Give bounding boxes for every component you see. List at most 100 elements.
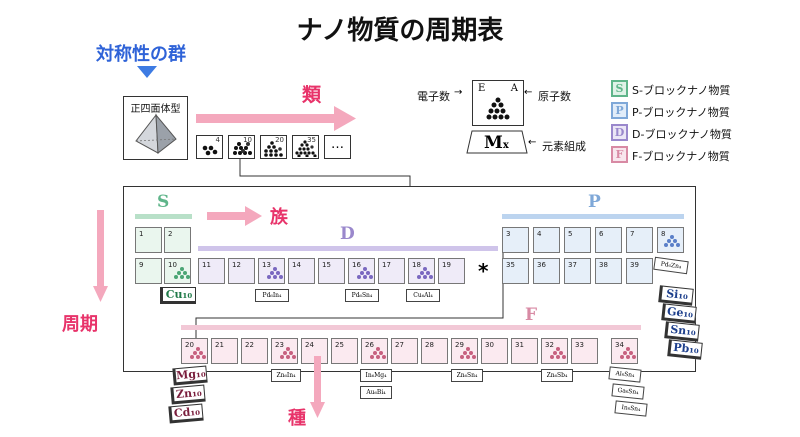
element-cell[interactable]: 38 (595, 258, 622, 284)
block-f-bar (181, 325, 641, 330)
page-title: ナノ物質の周期表 (296, 16, 504, 46)
symmetry-group-label: 対称性の群 (96, 44, 186, 65)
type-label: 類 (302, 84, 322, 106)
formula-cu-al: Cu₆Al₄ (406, 289, 440, 302)
element-cell[interactable]: 28 (421, 338, 448, 364)
composition-label: 元素組成 (542, 140, 586, 153)
block-d-bar (198, 246, 498, 251)
periodic-table-frame (123, 186, 696, 372)
cell-number: 32 (545, 341, 554, 349)
element-cell[interactable]: 21 (211, 338, 238, 364)
element-cell[interactable]: 27 (391, 338, 418, 364)
element-cell-highlight[interactable]: 10 (164, 258, 191, 284)
size-box-10: 10 (228, 135, 255, 159)
star-marker: * (478, 259, 489, 283)
composition-x: x (502, 140, 509, 151)
size-number: 10 (243, 136, 252, 144)
element-cell[interactable]: 1 (135, 227, 162, 253)
element-cell[interactable]: 36 (533, 258, 560, 284)
element-cell[interactable]: 6 (595, 227, 622, 253)
cell-number: 3 (506, 230, 511, 238)
cluster-icon (664, 235, 680, 247)
cell-number: 20 (185, 341, 194, 349)
element-cell[interactable]: 12 (228, 258, 255, 284)
key-box: E A (472, 80, 524, 126)
block-p-bar (502, 214, 684, 219)
cluster-icon (550, 347, 566, 359)
cell-number: 8 (661, 230, 666, 238)
cell-number: 1 (139, 230, 144, 238)
element-cell[interactable]: 4 (533, 227, 560, 253)
element-cell[interactable]: 31 (511, 338, 538, 364)
arrow-left-icon: ← (528, 137, 537, 148)
element-cell[interactable]: 37 (564, 258, 591, 284)
cell-number: 28 (425, 341, 434, 349)
cell-number: 27 (395, 341, 404, 349)
cell-number: 33 (575, 341, 584, 349)
size-box-35: 35 (292, 135, 319, 159)
cluster-icon (460, 347, 476, 359)
element-cell-highlight[interactable]: 16 (348, 258, 375, 284)
size-ellipsis: … (331, 137, 344, 152)
species-arrow-icon (310, 356, 325, 418)
cell-number: 14 (292, 261, 301, 269)
formula-zn-in: Zn₆In₄ (271, 369, 301, 382)
size-number: 35 (307, 136, 316, 144)
cluster-icon (190, 347, 206, 359)
element-cell[interactable]: 19 (438, 258, 465, 284)
cell-number: 18 (412, 261, 421, 269)
element-cell-highlight[interactable]: 8 (657, 227, 684, 253)
element-cell[interactable]: 7 (626, 227, 653, 253)
element-cell-highlight[interactable]: 20 (181, 338, 208, 364)
element-cell[interactable]: 22 (241, 338, 268, 364)
chip-pb10: Pb₁₀ (667, 339, 703, 360)
element-cell-highlight[interactable]: 29 (451, 338, 478, 364)
cluster-icon (620, 347, 636, 359)
element-cell[interactable]: 15 (318, 258, 345, 284)
formula-zn-sb: Zn₆Sb₄ (541, 369, 573, 382)
element-cell[interactable]: 25 (331, 338, 358, 364)
tetrahedron-icon (135, 113, 177, 154)
element-cell[interactable]: 35 (502, 258, 529, 284)
element-cell[interactable]: 5 (564, 227, 591, 253)
composition-symbol: Mx (484, 133, 509, 153)
cluster-icon (267, 267, 283, 279)
cell-number: 2 (168, 230, 173, 238)
cell-number: 15 (322, 261, 331, 269)
element-cell[interactable]: 11 (198, 258, 225, 284)
element-cell[interactable]: 3 (502, 227, 529, 253)
species-label: 種 (288, 408, 306, 429)
cluster-icon (280, 347, 296, 359)
cell-number: 37 (568, 261, 577, 269)
atom-count-label: 原子数 (538, 90, 571, 103)
formula-cu10: Cu₁₀ (160, 287, 196, 304)
element-cell-highlight[interactable]: 13 (258, 258, 285, 284)
element-cell[interactable]: 2 (164, 227, 191, 253)
cell-number: 16 (352, 261, 361, 269)
element-cell[interactable]: 9 (135, 258, 162, 284)
cell-number: 29 (455, 341, 464, 349)
legend-p-text: P-ブロックナノ物質 (632, 106, 730, 119)
cell-number: 13 (262, 261, 271, 269)
element-cell[interactable]: 39 (626, 258, 653, 284)
key-e: E (478, 83, 486, 94)
cluster-icon (486, 97, 510, 120)
cell-number: 6 (599, 230, 604, 238)
formula-pd-sn: Pd₆Sn₄ (345, 289, 379, 302)
element-cell[interactable]: 14 (288, 258, 315, 284)
element-cell-highlight[interactable]: 23 (271, 338, 298, 364)
chip-zn10: Zn₁₀ (170, 384, 206, 405)
legend-f-box: F (611, 146, 628, 163)
legend-d-text: D-ブロックナノ物質 (632, 128, 732, 141)
period-label: 周期 (62, 314, 98, 335)
element-cell-highlight[interactable]: 26 (361, 338, 388, 364)
element-cell-highlight[interactable]: 18 (408, 258, 435, 284)
element-cell-highlight[interactable]: 34 (611, 338, 638, 364)
legend-d-box: D (611, 124, 628, 141)
element-cell-highlight[interactable]: 32 (541, 338, 568, 364)
element-cell[interactable]: 17 (378, 258, 405, 284)
element-cell[interactable]: 33 (571, 338, 598, 364)
element-cell[interactable]: 30 (481, 338, 508, 364)
cell-number: 34 (615, 341, 624, 349)
legend-f-text: F-ブロックナノ物質 (632, 150, 730, 163)
